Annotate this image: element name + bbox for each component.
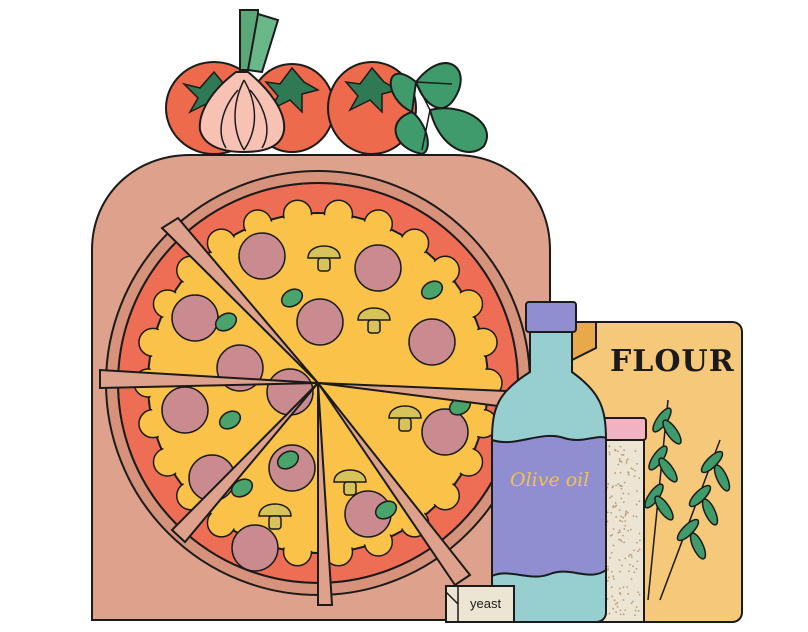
olive: [374, 500, 398, 520]
pepperoni: [231, 524, 279, 572]
basil-leaves: [389, 62, 488, 156]
olive: [230, 478, 254, 498]
pepperoni: [421, 408, 469, 456]
pepperoni: [171, 294, 219, 342]
olive: [420, 280, 444, 300]
pepperoni: [238, 232, 286, 280]
pepperoni: [161, 386, 209, 434]
mushroom: [333, 469, 367, 496]
olive-oil-label: Olive oil: [510, 469, 589, 491]
olive: [214, 312, 238, 332]
mushroom: [357, 307, 391, 334]
bottle-label-band: [491, 434, 607, 578]
wheat-stalk-left: [644, 399, 682, 601]
olive: [218, 410, 242, 430]
yeast-packet: yeast: [445, 585, 515, 623]
mushroom-slices: [258, 245, 422, 530]
mushroom: [258, 503, 292, 530]
garlic: [198, 9, 286, 154]
olive-oil-bottle: Olive oil: [491, 301, 607, 623]
wheat-stalk-right: [659, 439, 731, 601]
olive: [280, 288, 304, 308]
mushroom: [307, 245, 341, 272]
yeast-label: yeast: [470, 596, 501, 611]
olive: [276, 450, 300, 470]
pizza-slice-cuts: [99, 216, 531, 606]
mushroom: [388, 405, 422, 432]
flour-label: FLOUR: [610, 344, 735, 379]
pepperoni: [408, 318, 456, 366]
pepperoni: [354, 244, 402, 292]
olive-slices: [214, 280, 472, 520]
pepperoni: [266, 368, 314, 416]
spice-jar: [597, 417, 647, 623]
pepperoni: [296, 298, 344, 346]
